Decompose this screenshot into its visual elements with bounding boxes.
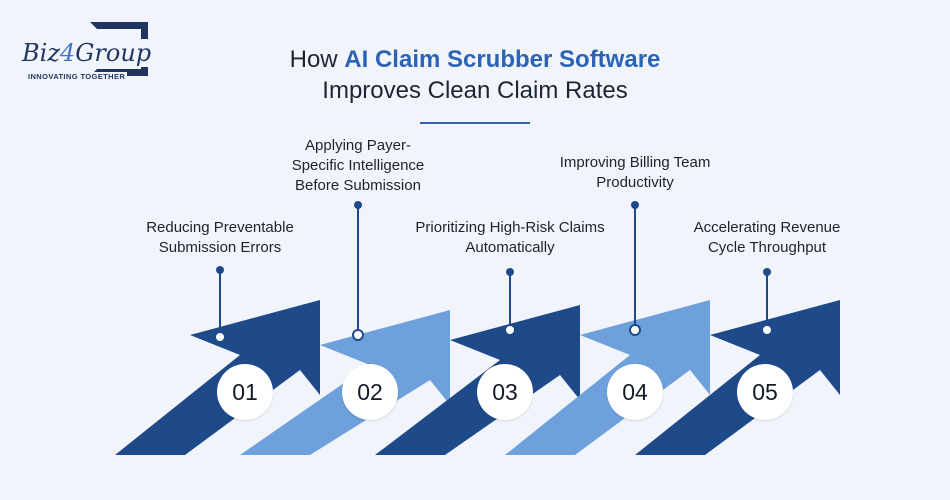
title-line-2: Improves Clean Claim Rates: [322, 77, 628, 104]
step-number-05: 05: [737, 364, 793, 420]
step-label-line: Automatically: [465, 239, 555, 256]
step-number-03: 03: [477, 364, 533, 420]
connector-dot-04: [631, 201, 639, 209]
connector-ring-03: [504, 324, 516, 336]
connector-ring-02: [352, 329, 364, 341]
connector-dot-02: [354, 201, 362, 209]
step-arrow-03: [375, 305, 580, 455]
connector-ring-01: [214, 331, 226, 343]
title-underline: [420, 122, 530, 124]
step-number-04: 04: [607, 364, 663, 420]
step-label-line: Reducing Preventable: [146, 219, 294, 236]
step-number-01: 01: [217, 364, 273, 420]
step-label-line: Specific Intelligence: [291, 157, 425, 174]
step-label-line: Applying Payer-: [305, 137, 411, 154]
logo-tagline: INNOVATING TOGETHER: [28, 72, 128, 81]
connector-dot-03: [506, 268, 514, 276]
step-label-line: Accelerating Revenue: [693, 219, 841, 236]
step-number-02: 02: [342, 364, 398, 420]
step-arrow-01: [115, 300, 320, 455]
connector-ring-05: [761, 324, 773, 336]
step-label-line: Improving Billing Team: [559, 154, 711, 171]
step-arrow-05: [635, 300, 840, 455]
title-line-1: How AI Claim Scrubber Software: [289, 46, 661, 73]
title-highlight: AI Claim Scrubber Software: [344, 46, 661, 73]
step-label-line: Before Submission: [295, 177, 421, 194]
step-label-line: Cycle Throughput: [707, 239, 827, 256]
connector-ring-04: [629, 324, 641, 336]
step-label-line: Prioritizing High-Risk Claims: [415, 219, 605, 236]
step-label-line: Submission Errors: [158, 239, 282, 256]
step-arrow-04: [505, 300, 710, 455]
step-label-line: Productivity: [596, 174, 674, 191]
connector-dot-01: [216, 266, 224, 274]
connector-dot-05: [763, 268, 771, 276]
logo-wordmark: Biz4Group: [22, 39, 155, 67]
step-connectors: [214, 201, 773, 343]
page-title: How AI Claim Scrubber Software Improves …: [200, 44, 750, 106]
bizgroup-logo: Biz4Group INNOVATING TOGETHER: [22, 22, 162, 84]
